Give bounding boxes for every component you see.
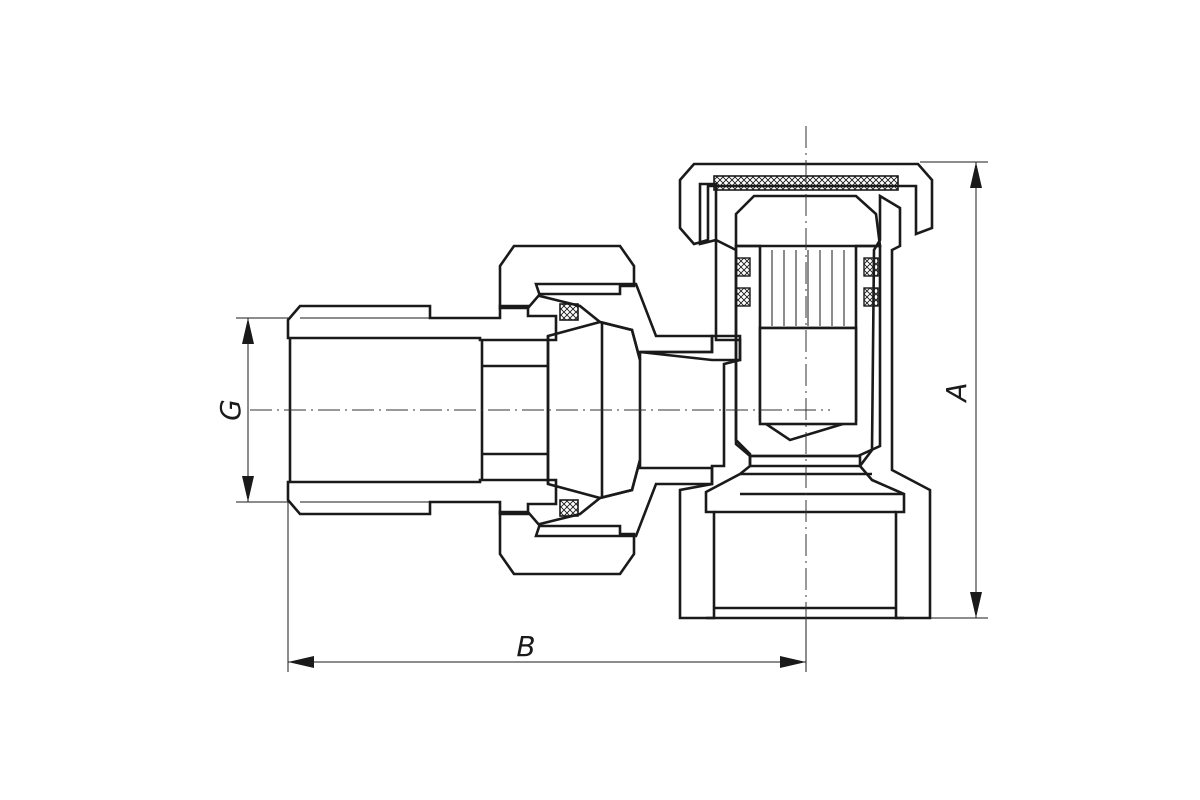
dimension-g-label: G bbox=[214, 399, 247, 421]
valve-body bbox=[639, 182, 932, 620]
union-nut bbox=[498, 244, 636, 576]
dimension-a-label: A bbox=[940, 382, 973, 403]
dimension-b-label: B bbox=[516, 630, 535, 663]
o-ring-upper bbox=[559, 303, 579, 321]
dimension-g: G bbox=[214, 317, 290, 503]
valve-stem bbox=[734, 244, 882, 458]
dimension-b: B bbox=[287, 500, 807, 672]
dimension-a: A bbox=[920, 161, 988, 619]
o-ring-lower bbox=[559, 499, 579, 517]
